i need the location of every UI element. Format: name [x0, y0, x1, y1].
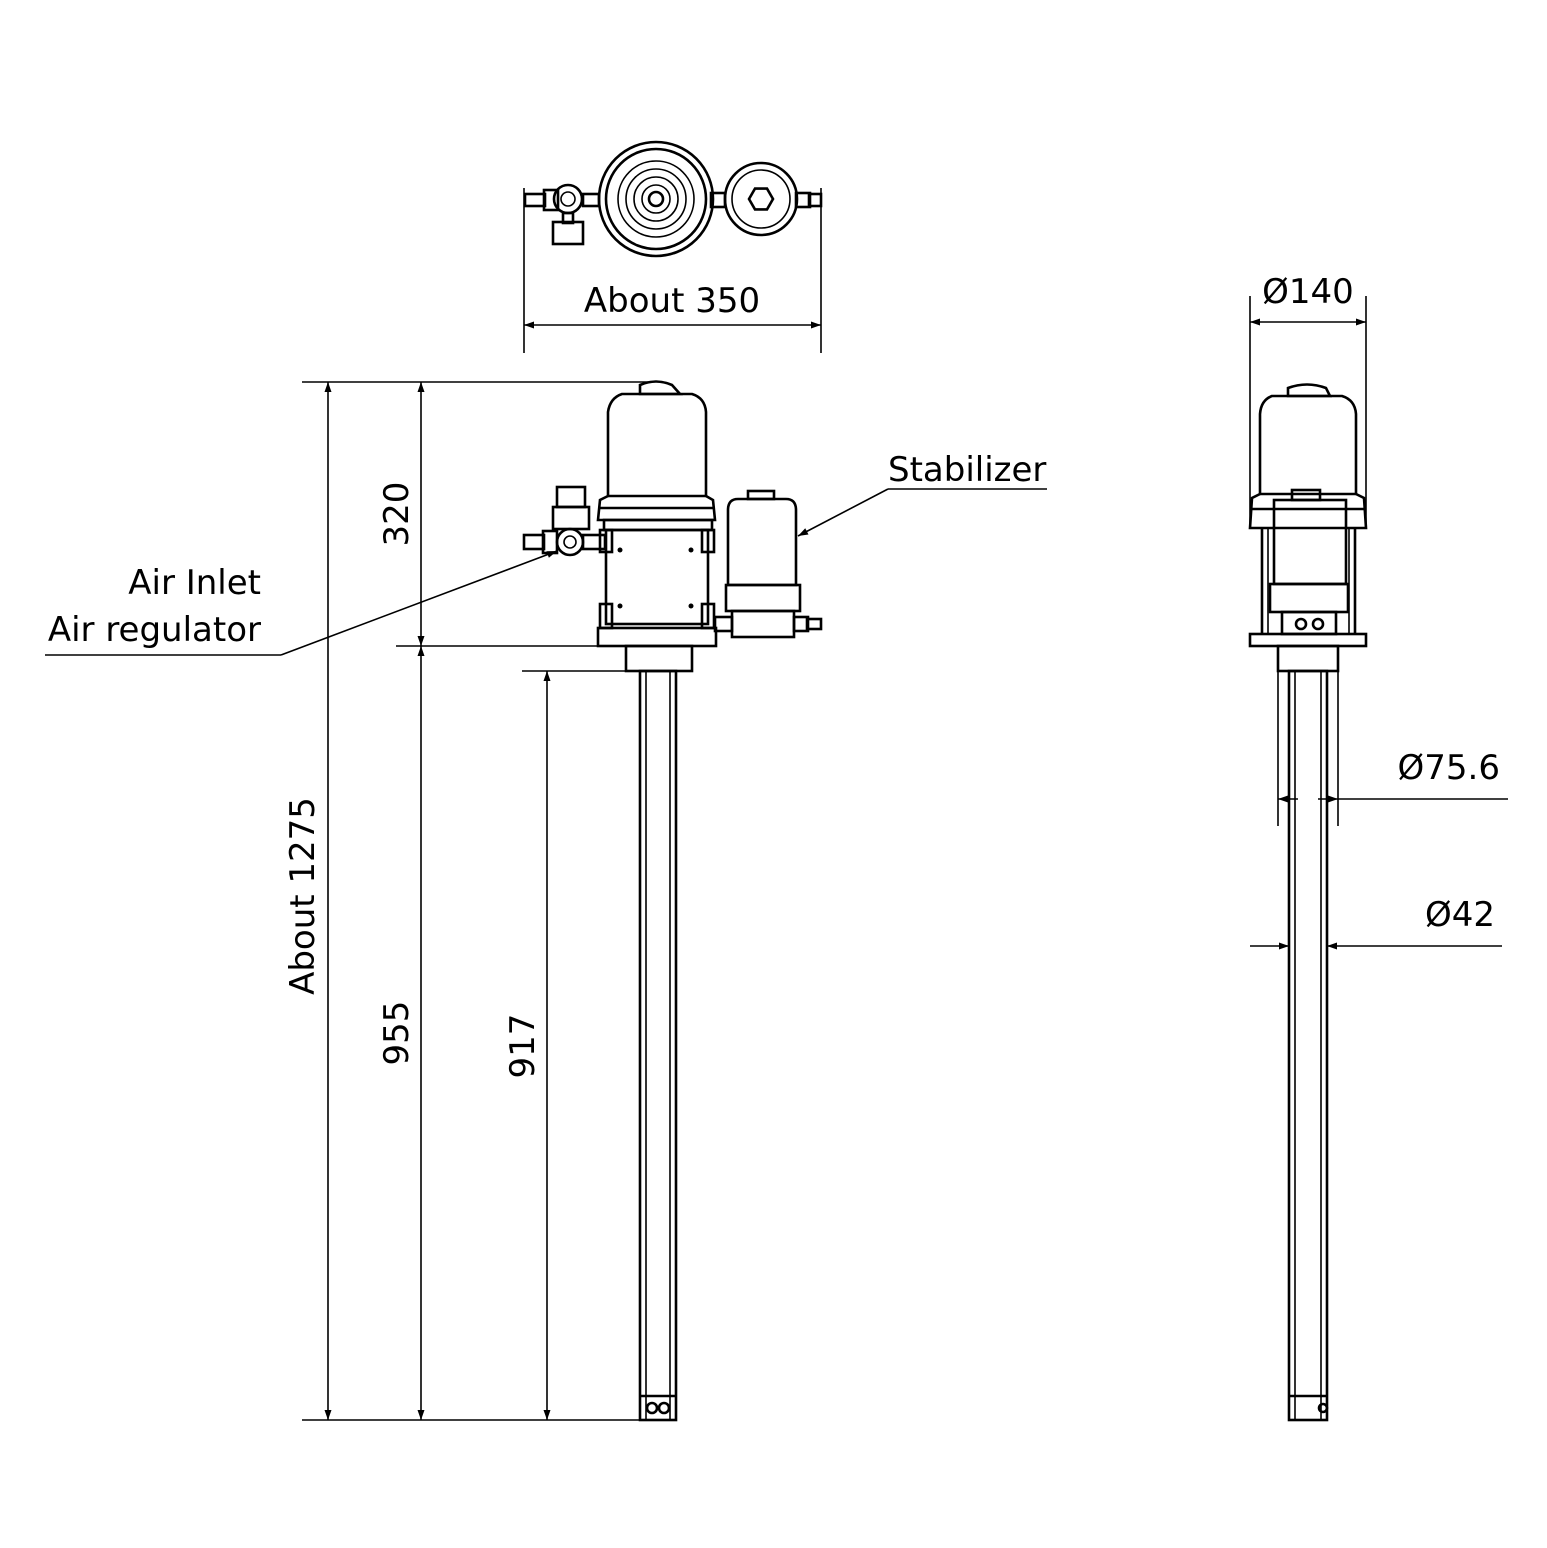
dim-inner-tube-diameter-label: Ø42	[1425, 895, 1495, 935]
front-view-motor	[596, 380, 717, 532]
callout-air-inlet-label: Air Inlet	[128, 563, 261, 603]
dim-lower-height-label: 955	[377, 1001, 417, 1066]
front-view-pump-body	[596, 528, 718, 673]
front-view-air-regulator	[522, 485, 607, 557]
dim-outer-tube-diameter-label: Ø75.6	[1398, 748, 1500, 788]
dim-head-diameter-label: Ø140	[1262, 272, 1354, 312]
dim-head-height-label: 320	[377, 482, 417, 547]
side-view-motor	[1248, 383, 1368, 586]
dim-tube-length-label: 917	[503, 1014, 543, 1079]
dim-width-top-label: About 350	[584, 281, 760, 321]
callout-air-regulator-label: Air regulator	[48, 610, 261, 650]
side-view-pump-body	[1248, 528, 1368, 673]
dim-total-height-label: About 1275	[283, 797, 323, 995]
front-view: About 1275 320 955 917 Air Inlet Air reg…	[45, 380, 1047, 1422]
top-view-motor	[597, 140, 715, 258]
callout-stabilizer-label: Stabilizer	[888, 450, 1046, 490]
side-view-tube	[1287, 669, 1329, 1422]
front-view-tube	[638, 669, 678, 1422]
front-view-stabilizer	[713, 489, 823, 639]
top-view: About 350	[523, 140, 823, 353]
top-view-air-regulator	[523, 183, 601, 246]
side-view: Ø140 Ø75.6 Ø42	[1248, 272, 1508, 1422]
top-view-stabilizer	[709, 161, 823, 237]
